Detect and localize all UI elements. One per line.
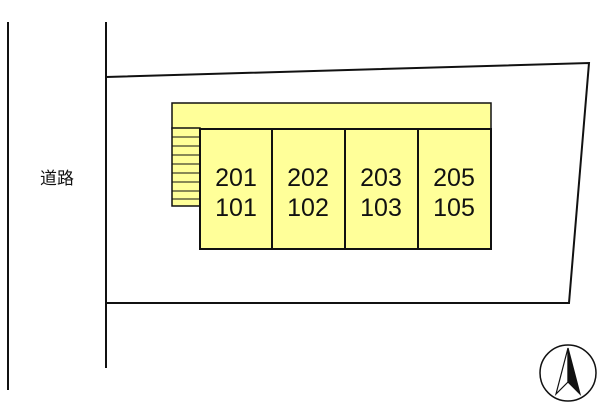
building: 201 101 202 102 203 103 205 105: [171, 102, 492, 250]
unit-lower-number: 102: [287, 194, 329, 222]
north-arrow-icon: [539, 344, 597, 402]
unit-205-105: 205 105: [417, 128, 492, 250]
unit-lower-number: 105: [433, 194, 475, 222]
unit-upper-number: 202: [287, 164, 329, 192]
unit-201-101: 201 101: [199, 128, 273, 250]
unit-lower-number: 101: [215, 194, 257, 222]
unit-202-102: 202 102: [271, 128, 346, 250]
unit-upper-number: 201: [215, 164, 257, 192]
road-label: 道路: [40, 169, 74, 189]
unit-upper-number: 205: [433, 164, 475, 192]
unit-upper-number: 203: [360, 164, 402, 192]
corridor: [171, 102, 492, 130]
unit-203-103: 203 103: [344, 128, 419, 250]
staircase: [171, 127, 201, 207]
unit-lower-number: 103: [360, 194, 402, 222]
